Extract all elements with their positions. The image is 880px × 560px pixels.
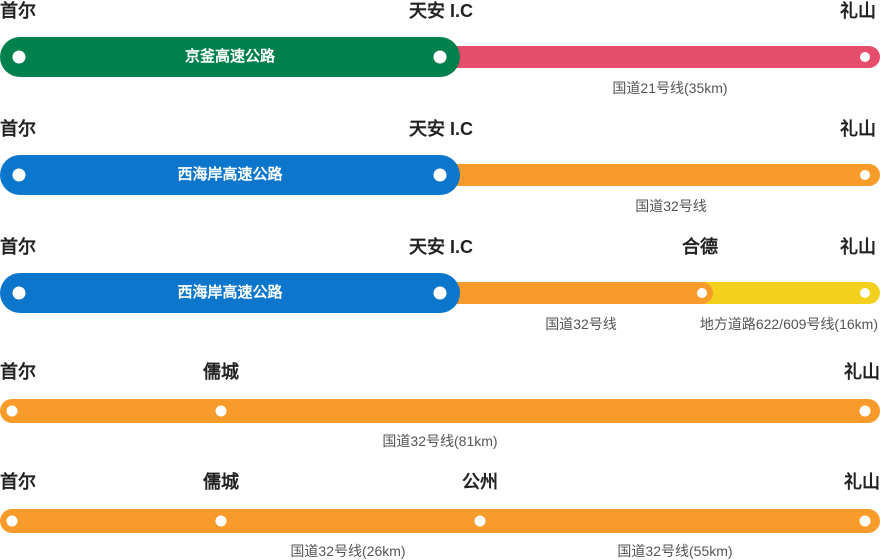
- stop-marker: [12, 168, 26, 182]
- stop-label-transfer: 天安 I.C: [408, 119, 474, 139]
- road-caption: 国道32号线(81km): [382, 433, 498, 449]
- stop-marker: [860, 170, 870, 180]
- stop-label-start: 首尔: [0, 119, 36, 139]
- stop-label-transfer: 天安 I.C: [408, 1, 474, 21]
- stop-marker: [433, 50, 447, 64]
- national-road-segment: [430, 164, 880, 186]
- stop-label-end: 礼山: [840, 237, 876, 257]
- stop-label-end: 礼山: [844, 362, 880, 382]
- stop-marker: [474, 515, 486, 527]
- road-caption: 国道32号线: [635, 198, 707, 214]
- national-road-segment: [430, 282, 713, 304]
- road-caption: 国道21号线(35km): [612, 80, 728, 96]
- route-5: 首尔 儒城 公州 礼山 国道32号线(26km) 国道32号线(55km): [0, 471, 880, 559]
- route-3: 首尔 天安 I.C 合德 礼山 西海岸高速公路 国道32号线 地方道路622/6…: [0, 236, 880, 332]
- stop-marker: [433, 168, 447, 182]
- stop-label-end: 礼山: [840, 119, 876, 139]
- stop-marker: [215, 405, 227, 417]
- stop-marker: [12, 50, 26, 64]
- stop-label-start: 首尔: [0, 237, 36, 257]
- stop-label-start: 首尔: [0, 362, 36, 382]
- stop-marker: [6, 515, 18, 527]
- stop-marker: [6, 405, 18, 417]
- route-1: 首尔 天安 I.C 礼山 京釜高速公路 国道21号线(35km): [0, 0, 880, 96]
- stop-marker: [859, 515, 871, 527]
- local-road-segment: [690, 282, 880, 304]
- route-4: 首尔 儒城 礼山 国道32号线(81km): [0, 361, 880, 449]
- stop-label-start: 首尔: [0, 472, 36, 492]
- expressway-segment: 京釜高速公路: [0, 37, 460, 77]
- national-road-segment: [0, 399, 880, 423]
- expressway-name: 京釜高速公路: [184, 48, 275, 65]
- expressway-name: 西海岸高速公路: [177, 166, 283, 183]
- stop-label-transfer: 儒城: [203, 472, 239, 492]
- expressway-segment: 西海岸高速公路: [0, 273, 460, 313]
- stop-marker: [433, 286, 447, 300]
- route-2: 首尔 天安 I.C 礼山 西海岸高速公路 国道32号线: [0, 118, 880, 214]
- expressway-name: 西海岸高速公路: [177, 284, 283, 301]
- stop-label-transfer: 儒城: [203, 362, 239, 382]
- stop-marker: [215, 515, 227, 527]
- stop-label-transfer-2: 合德: [682, 237, 718, 257]
- expressway-segment: 西海岸高速公路: [0, 155, 460, 195]
- road-caption: 地方道路622/609号线(16km): [699, 316, 878, 332]
- stop-marker: [12, 286, 26, 300]
- road-caption: 国道32号线(55km): [617, 543, 733, 559]
- national-road-segment: [0, 509, 880, 533]
- stop-label-start: 首尔: [0, 1, 36, 21]
- stop-marker: [697, 288, 707, 298]
- stop-marker: [859, 405, 871, 417]
- stop-label-end: 礼山: [840, 1, 876, 21]
- road-caption: 国道32号线: [545, 316, 617, 332]
- stop-marker: [860, 288, 870, 298]
- stop-label-end: 礼山: [844, 472, 880, 492]
- stop-marker: [860, 52, 870, 62]
- national-road-segment: [430, 46, 880, 68]
- stop-label-transfer-2: 公州: [462, 472, 498, 492]
- stop-label-transfer: 天安 I.C: [408, 237, 474, 257]
- road-caption: 国道32号线(26km): [290, 543, 406, 559]
